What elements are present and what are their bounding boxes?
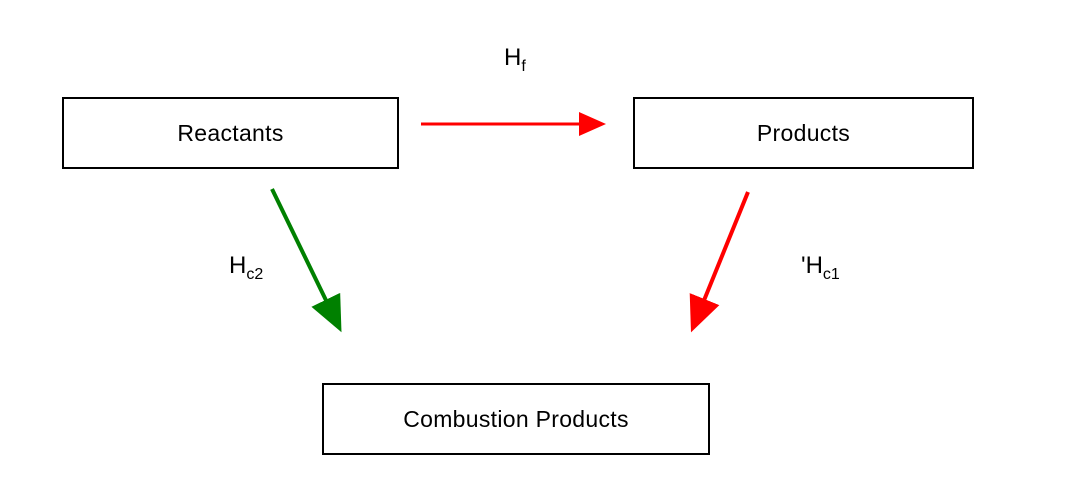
- hc2-arrow: [270, 188, 342, 333]
- hf-label-sub: f: [521, 57, 526, 75]
- hc1-label-sub: c1: [822, 265, 840, 283]
- reactants-box-label: Reactants: [177, 119, 284, 146]
- hc1-label-main: 'H: [801, 252, 823, 279]
- hf-label: Hf: [504, 44, 526, 75]
- hc2-label-main: H: [229, 252, 247, 279]
- combustion-products-box-label: Combustion Products: [403, 405, 629, 432]
- combustion-products-box: Combustion Products: [322, 383, 710, 455]
- hf-label-main: H: [504, 44, 522, 71]
- hc2-label: Hc2: [229, 252, 264, 283]
- reactants-box: Reactants: [62, 97, 399, 169]
- hc1-arrow: [689, 191, 750, 333]
- hc2-label-sub: c2: [246, 265, 264, 283]
- products-box: Products: [633, 97, 974, 169]
- hc1-label: 'Hc1: [801, 252, 840, 283]
- products-box-label: Products: [756, 119, 851, 146]
